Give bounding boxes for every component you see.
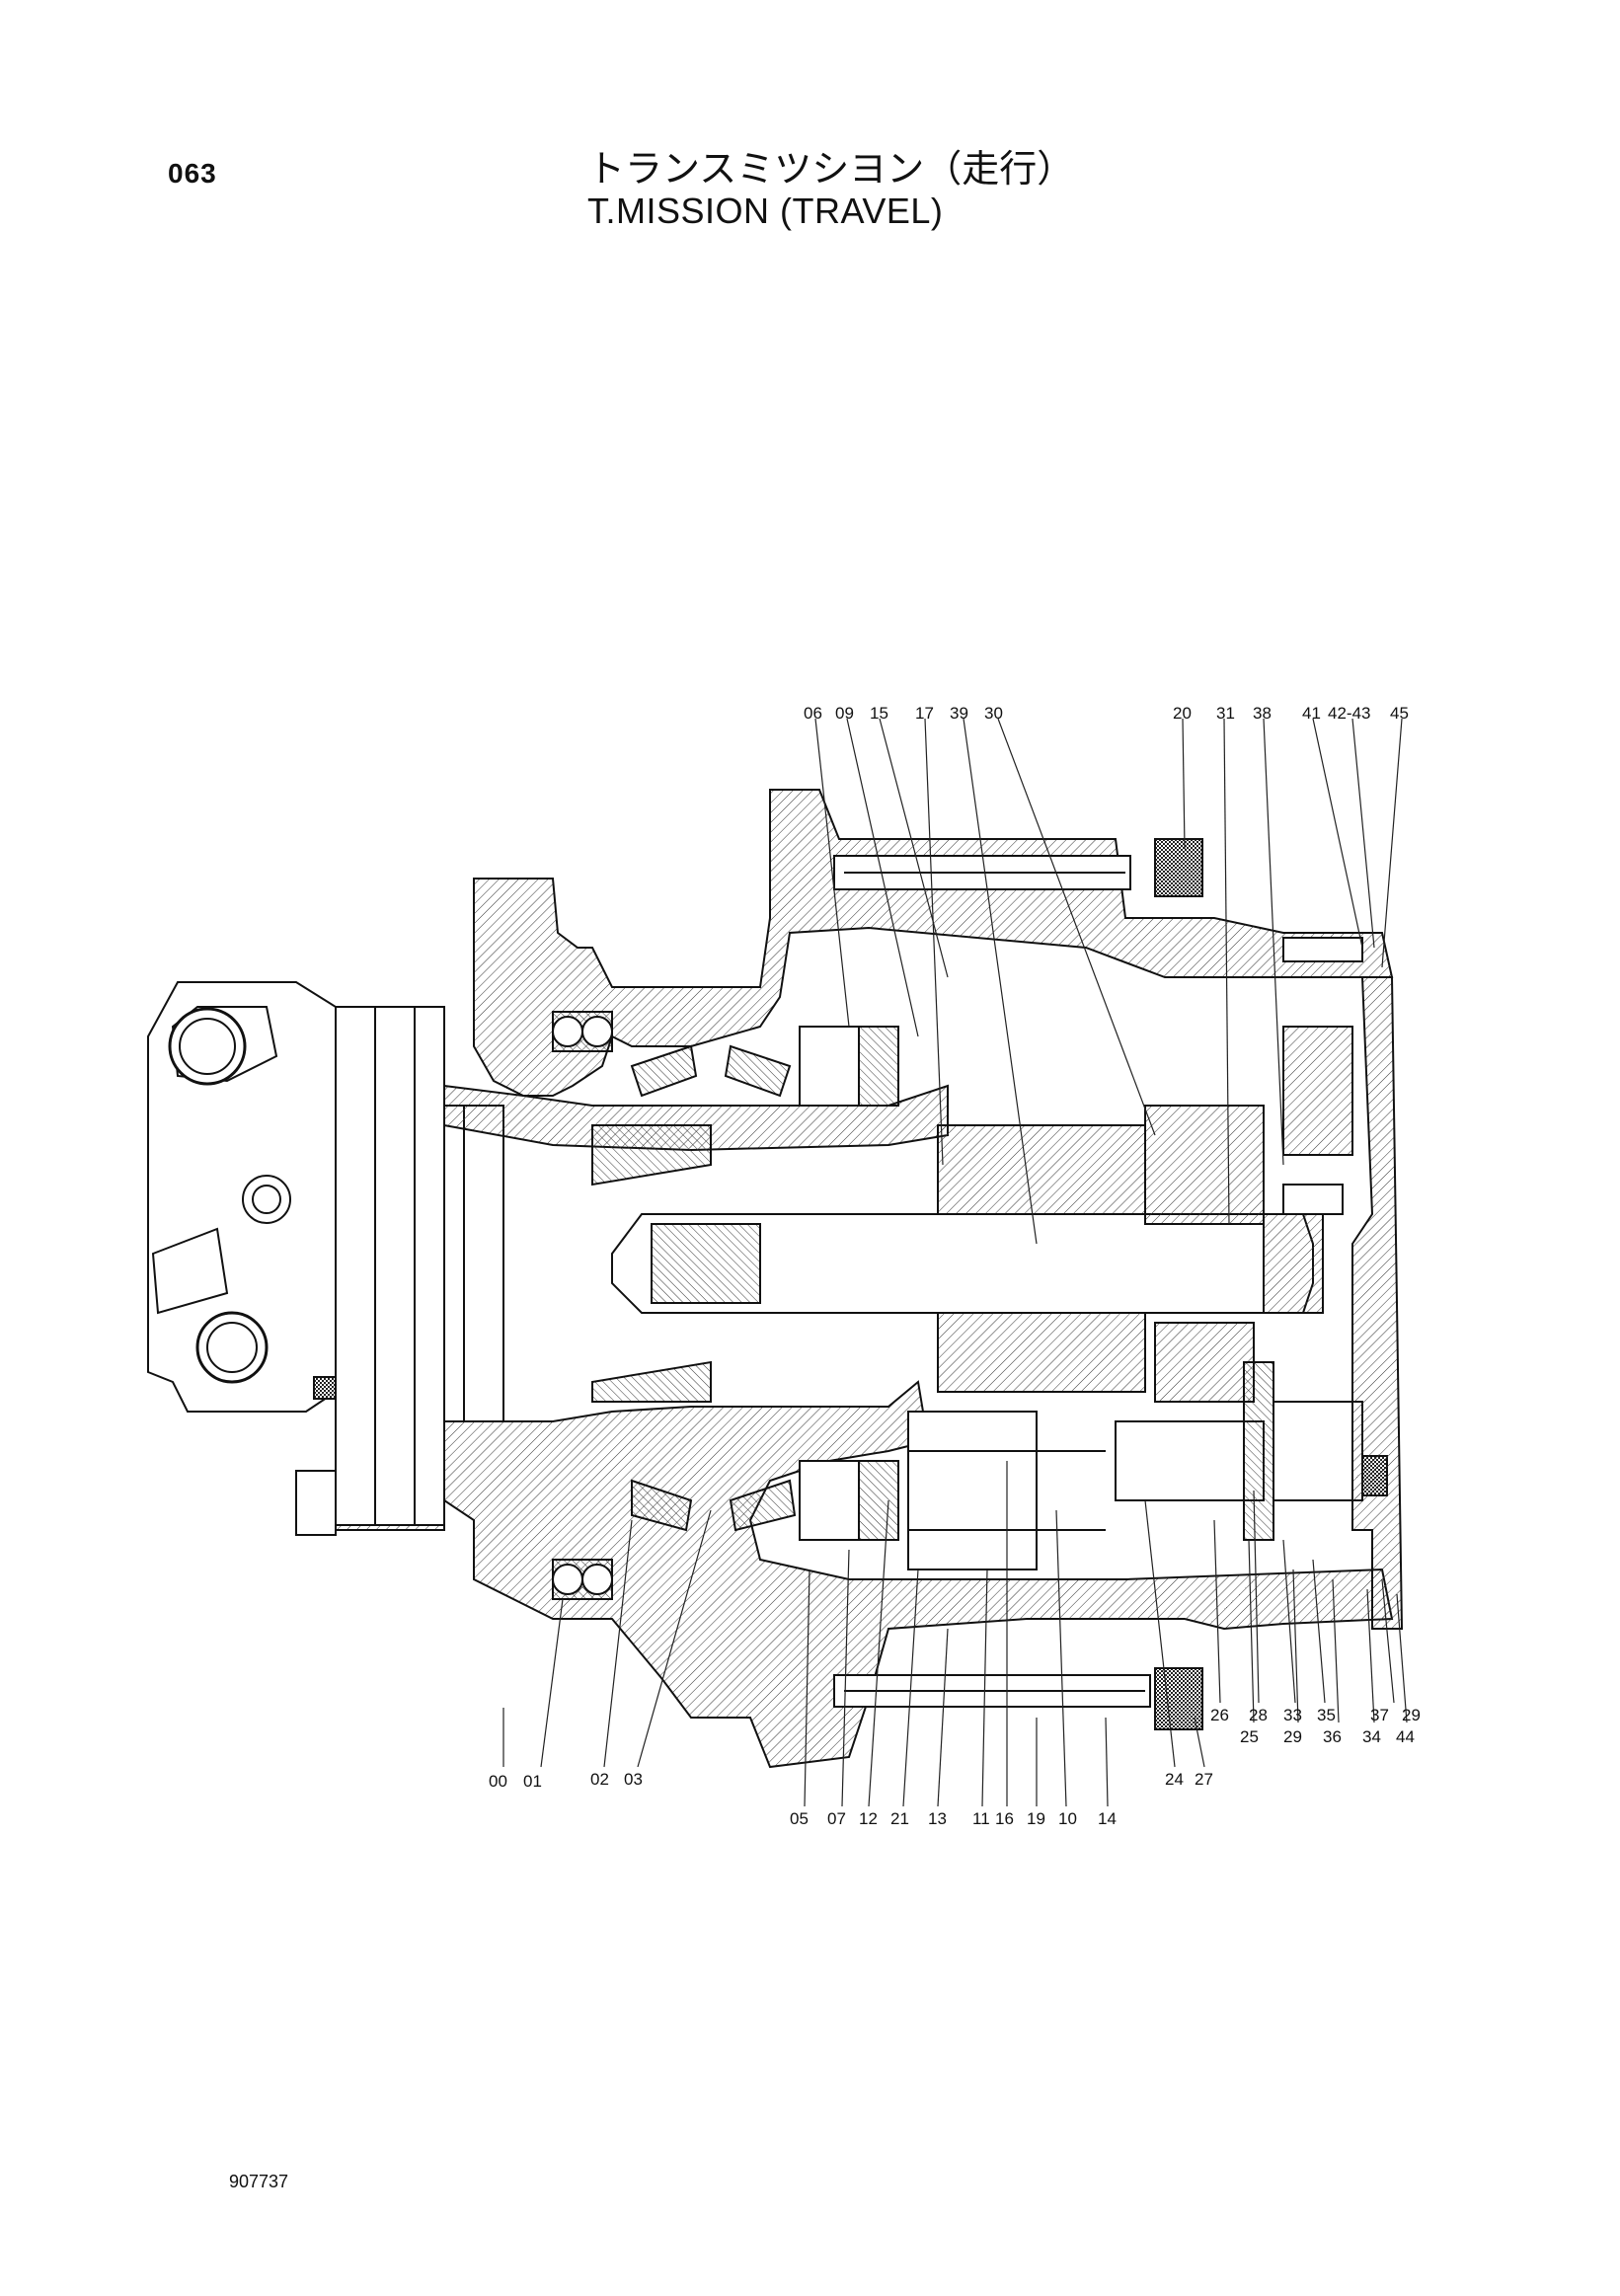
callout: 36 — [1323, 1727, 1342, 1746]
callout: 03 — [624, 1770, 643, 1789]
planetary-gears — [907, 1105, 1363, 1570]
callout: 44 — [1396, 1727, 1415, 1746]
callout: 34 — [1362, 1727, 1381, 1746]
callout: 24 — [1165, 1770, 1184, 1789]
callout: 39 — [950, 704, 968, 723]
callout: 09 — [835, 704, 854, 723]
callouts-bottom-mid: 05 07 12 21 13 11 16 19 10 14 — [790, 1809, 1117, 1828]
callout: 06 — [804, 704, 822, 723]
callout: 20 — [1173, 704, 1192, 723]
callout: 02 — [590, 1770, 609, 1789]
callout: 31 — [1216, 704, 1235, 723]
title-english: T.MISSION (TRAVEL) — [587, 191, 944, 231]
callout: 35 — [1317, 1706, 1336, 1724]
callout: 05 — [790, 1809, 809, 1828]
callout: 33 — [1283, 1706, 1302, 1724]
document-code: 907737 — [229, 2172, 289, 2191]
callout: 41 — [1302, 704, 1321, 723]
callout: 15 — [870, 704, 888, 723]
bearings — [552, 1011, 899, 1600]
callout: 25 — [1240, 1727, 1259, 1746]
callout: 29 — [1402, 1706, 1421, 1724]
callout: 38 — [1253, 704, 1272, 723]
end-cover — [1282, 976, 1404, 1630]
callout: 12 — [859, 1809, 878, 1828]
callout: 14 — [1098, 1809, 1117, 1828]
callout: 30 — [984, 704, 1003, 723]
callout: 16 — [995, 1809, 1014, 1828]
main-housing — [443, 789, 1394, 1769]
callout: 19 — [1027, 1809, 1045, 1828]
callout: 01 — [523, 1772, 542, 1791]
callouts-top: 06 09 15 17 39 30 20 31 38 41 42-43 45 — [804, 704, 1409, 723]
callout: 11 — [972, 1809, 990, 1828]
callouts-bottom-left: 00 01 02 03 — [489, 1770, 643, 1791]
callouts-bottom-right: 24 27 26 28 33 35 37 29 25 29 36 34 44 — [1165, 1706, 1421, 1789]
callout: 00 — [489, 1772, 507, 1791]
leader-lines — [502, 718, 1408, 1807]
callout: 28 — [1249, 1706, 1268, 1724]
callout: 13 — [928, 1809, 947, 1828]
callout: 21 — [890, 1809, 909, 1828]
callout: 27 — [1195, 1770, 1213, 1789]
callout: 26 — [1210, 1706, 1229, 1724]
motor-flange — [335, 1006, 504, 1526]
page-number: 063 — [168, 158, 217, 189]
title-japanese: トランスミツシヨン（走行） — [587, 147, 1075, 191]
callout: 45 — [1390, 704, 1409, 723]
callout: 29 — [1283, 1727, 1302, 1746]
callout: 42-43 — [1328, 704, 1370, 723]
callout: 10 — [1058, 1809, 1077, 1828]
callout: 17 — [915, 704, 934, 723]
callout: 07 — [827, 1809, 846, 1828]
input-shaft — [591, 1124, 1324, 1403]
callout: 37 — [1370, 1706, 1389, 1724]
